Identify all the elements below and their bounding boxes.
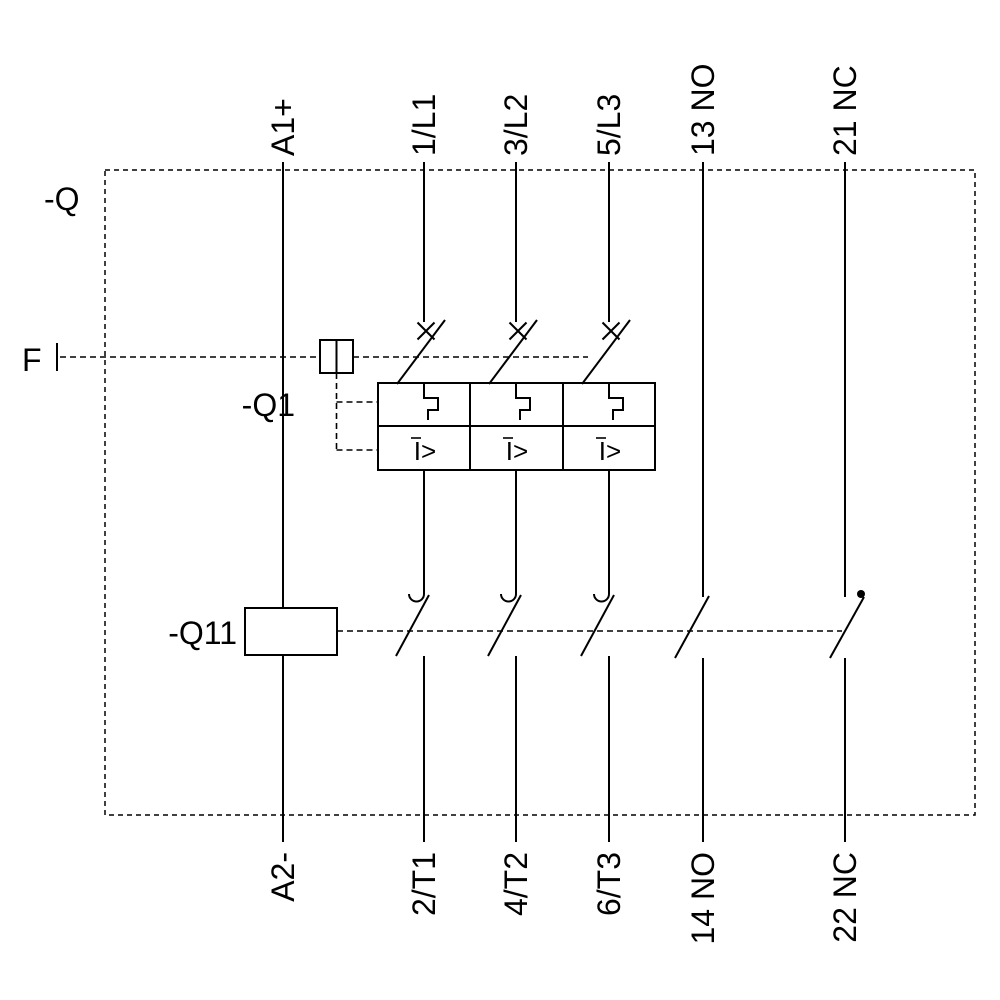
device-label: -Q bbox=[44, 181, 80, 217]
top-terminal-labels: A1+ 1/L1 3/L2 5/L3 13 NO 21 NC bbox=[265, 64, 863, 156]
trip-unit-box: -Q1 I> I> I> bbox=[242, 382, 656, 471]
pole-2 bbox=[487, 162, 538, 842]
nc-contact-dot bbox=[857, 590, 865, 598]
cross-stroke bbox=[416, 321, 436, 341]
overcurrent-symbol-pole-1: I> bbox=[414, 436, 436, 466]
aux-contact-13-14-no bbox=[674, 162, 710, 842]
aux-contact-21-22-nc bbox=[829, 162, 865, 842]
terminal-label-2-t1: 2/T1 bbox=[406, 852, 442, 916]
control-conductor-a1-a2: -Q11 bbox=[168, 162, 338, 842]
release-label: F bbox=[22, 342, 42, 378]
terminal-label-13-no: 13 NO bbox=[685, 64, 721, 156]
terminal-label-a1-plus: A1+ bbox=[265, 98, 301, 156]
main-contact-blade-1 bbox=[395, 594, 430, 657]
latch-symbol-pole-3 bbox=[608, 383, 624, 420]
pole-1 bbox=[395, 162, 446, 842]
terminal-label-a2-minus: A2- bbox=[265, 852, 301, 902]
aux-nc-contact-blade bbox=[829, 596, 865, 659]
breaker-contact-blade-1 bbox=[396, 319, 446, 385]
coil-label: -Q11 bbox=[168, 615, 237, 651]
terminal-label-21-nc: 21 NC bbox=[827, 65, 863, 156]
main-contact-blade-2 bbox=[487, 594, 522, 657]
terminal-label-22-nc: 22 NC bbox=[827, 852, 863, 943]
cross-stroke bbox=[508, 321, 528, 341]
terminal-label-1-l1: 1/L1 bbox=[406, 94, 442, 156]
release-f: F bbox=[22, 339, 588, 451]
latch-symbol-pole-1 bbox=[423, 383, 439, 420]
overcurrent-symbol-pole-3: I> bbox=[599, 436, 621, 466]
latch-symbol-pole-2 bbox=[515, 383, 531, 420]
terminal-label-14-no: 14 NO bbox=[685, 852, 721, 944]
bottom-terminal-labels: A2- 2/T1 4/T2 6/T3 14 NO 22 NC bbox=[265, 852, 863, 944]
main-contact-piece-3 bbox=[593, 593, 610, 603]
overcurrent-symbol-pole-2: I> bbox=[506, 436, 528, 466]
breaker-contact-blade-2 bbox=[488, 319, 538, 385]
terminal-label-3-l2: 3/L2 bbox=[498, 94, 534, 156]
terminal-label-4-t2: 4/T2 bbox=[498, 852, 534, 916]
pole-3 bbox=[580, 162, 631, 842]
main-contact-piece-1 bbox=[408, 593, 425, 603]
main-contact-blade-3 bbox=[580, 594, 615, 657]
aux-no-contact-blade bbox=[674, 595, 710, 659]
main-contact-piece-2 bbox=[500, 593, 517, 603]
enclosure-dashed-border bbox=[104, 169, 976, 816]
terminal-label-6-t3: 6/T3 bbox=[591, 852, 627, 916]
terminal-label-5-l3: 5/L3 bbox=[591, 94, 627, 156]
breaker-label: -Q1 bbox=[242, 387, 295, 423]
breaker-contact-blade-3 bbox=[581, 319, 631, 385]
coil-q11-box bbox=[244, 607, 338, 656]
cross-stroke bbox=[601, 321, 621, 341]
